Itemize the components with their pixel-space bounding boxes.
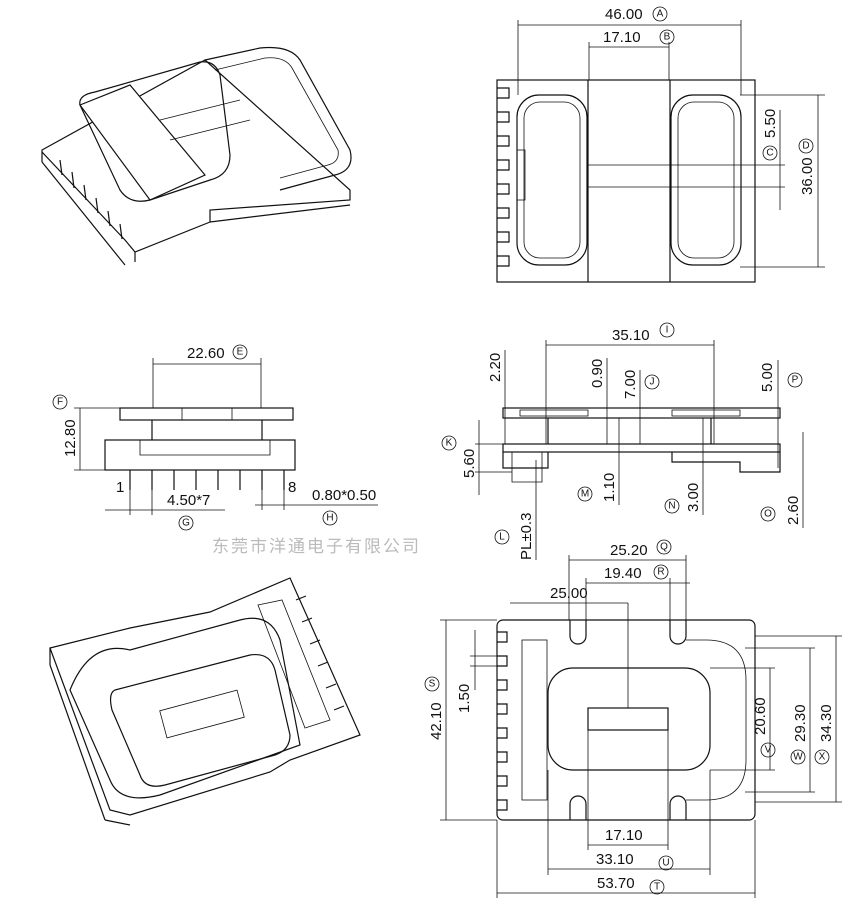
dim-tag: A (657, 9, 664, 20)
side-view-left: 1 8 (104, 407, 296, 496)
side-view-right (502, 407, 781, 483)
dim-G: 4.50*7 G (105, 490, 225, 531)
dim-tag: F (57, 397, 63, 408)
dim-S: 42.10 S (424, 619, 497, 821)
dim-tag: O (764, 509, 772, 520)
dim-M: 1.10 M (577, 418, 620, 505)
dim-25-00: 25.00 (510, 585, 629, 708)
isometric-view-top (41, 46, 352, 266)
dim-value: 5.00 (759, 363, 776, 392)
dim-2-20: 2.20 (487, 350, 506, 444)
dim-F: 12.80 F (52, 394, 120, 471)
dim-value: 5.50 (762, 109, 779, 138)
dim-H: 0.80*0.50 H (255, 487, 378, 526)
dim-tag: E (237, 347, 244, 358)
dim-C: 5.50 C (762, 109, 781, 210)
watermark: 东莞市洋通电子有限公司 (212, 537, 421, 556)
dim-value: 33.10 (596, 851, 634, 868)
pin-8-label: 8 (288, 479, 296, 496)
dim-value: 42.10 (428, 702, 445, 740)
bottom-view (496, 619, 756, 821)
dim-P: 5.00 P (759, 360, 803, 468)
dim-tag: T (654, 882, 660, 893)
dim-E: 22.60 E (152, 344, 262, 408)
dim-tag: J (650, 377, 655, 388)
dim-tag: K (446, 438, 453, 449)
dim-tag: L (499, 532, 505, 543)
dim-tag: N (668, 501, 675, 512)
dim-value: 25.20 (610, 542, 648, 559)
dim-D: 36.00 D (740, 94, 825, 268)
dim-I: 35.10 I (545, 322, 715, 444)
dim-value: 7.00 (622, 370, 639, 399)
dim-value: 0.80*0.50 (312, 487, 376, 504)
dim-value: 22.60 (187, 345, 225, 362)
dim-O: 2.60 O (760, 432, 804, 528)
dim-value: 1.10 (601, 473, 618, 502)
dim-A: 46.00 A (517, 6, 742, 95)
dim-N: 3.00 N (664, 418, 704, 515)
dim-value: 34.30 (818, 704, 835, 742)
dim-tag: W (793, 752, 803, 763)
dim-value: 19.40 (604, 565, 642, 582)
dim-tag: Q (660, 542, 668, 553)
pins (59, 159, 123, 240)
dim-K: 5.60 K (441, 420, 512, 495)
dim-value: 3.00 (685, 483, 702, 512)
dim-tag: B (664, 32, 671, 43)
dim-X: 34.30 X (755, 635, 842, 803)
dim-tag: G (182, 518, 190, 529)
dim-tag: X (819, 752, 826, 763)
dim-value: 1.50 (456, 684, 473, 713)
dim-tag: C (766, 148, 773, 159)
dim-value: 4.50*7 (167, 492, 210, 509)
dim-value: 2.60 (785, 496, 802, 525)
dim-value: PL±0.3 (518, 513, 535, 560)
pins (295, 595, 345, 711)
dim-17-10-bottom: 17.10 (587, 730, 669, 850)
dim-0-90: 0.90 (589, 358, 608, 444)
dim-tag: I (666, 325, 669, 336)
dim-value: 53.70 (597, 875, 635, 892)
dim-value: 2.20 (487, 353, 504, 382)
dim-value: 20.60 (752, 697, 769, 735)
dim-tag: V (765, 745, 772, 756)
dim-value: 0.90 (589, 359, 606, 388)
dim-J: 7.00 J (622, 370, 660, 444)
dim-value: 36.00 (799, 157, 816, 195)
dim-tag: D (802, 141, 809, 152)
dim-tag: S (429, 679, 436, 690)
dim-U: 33.10 U (547, 770, 711, 875)
dim-tag: P (792, 375, 799, 386)
dim-value: 46.00 (605, 6, 643, 23)
dim-tag: H (326, 513, 333, 524)
dim-value: 12.80 (62, 419, 79, 457)
isometric-view-bottom (49, 577, 361, 826)
dim-B: 17.10 B (588, 29, 675, 80)
dim-L: PL±0.3 L (494, 460, 537, 560)
dim-value: 29.30 (792, 704, 809, 742)
dim-W: 29.30 W (745, 647, 815, 793)
top-view (496, 79, 785, 283)
dim-1-50: 1.50 (456, 630, 497, 713)
pin-1-label: 1 (116, 479, 124, 496)
dim-value: 17.10 (603, 29, 641, 46)
dim-value: 25.00 (550, 585, 588, 602)
dim-T: 53.70 T (496, 820, 756, 898)
dim-tag: U (662, 858, 669, 869)
pins (129, 470, 285, 490)
dim-value: 17.10 (605, 827, 643, 844)
dim-R: 19.40 R (585, 564, 690, 620)
dim-tag: M (581, 489, 589, 500)
dim-Q: 25.20 Q (568, 539, 687, 620)
dim-V: 20.60 V (710, 667, 776, 771)
dim-value: 5.60 (461, 449, 478, 478)
dim-value: 35.10 (612, 327, 650, 344)
dim-tag: R (657, 567, 664, 578)
